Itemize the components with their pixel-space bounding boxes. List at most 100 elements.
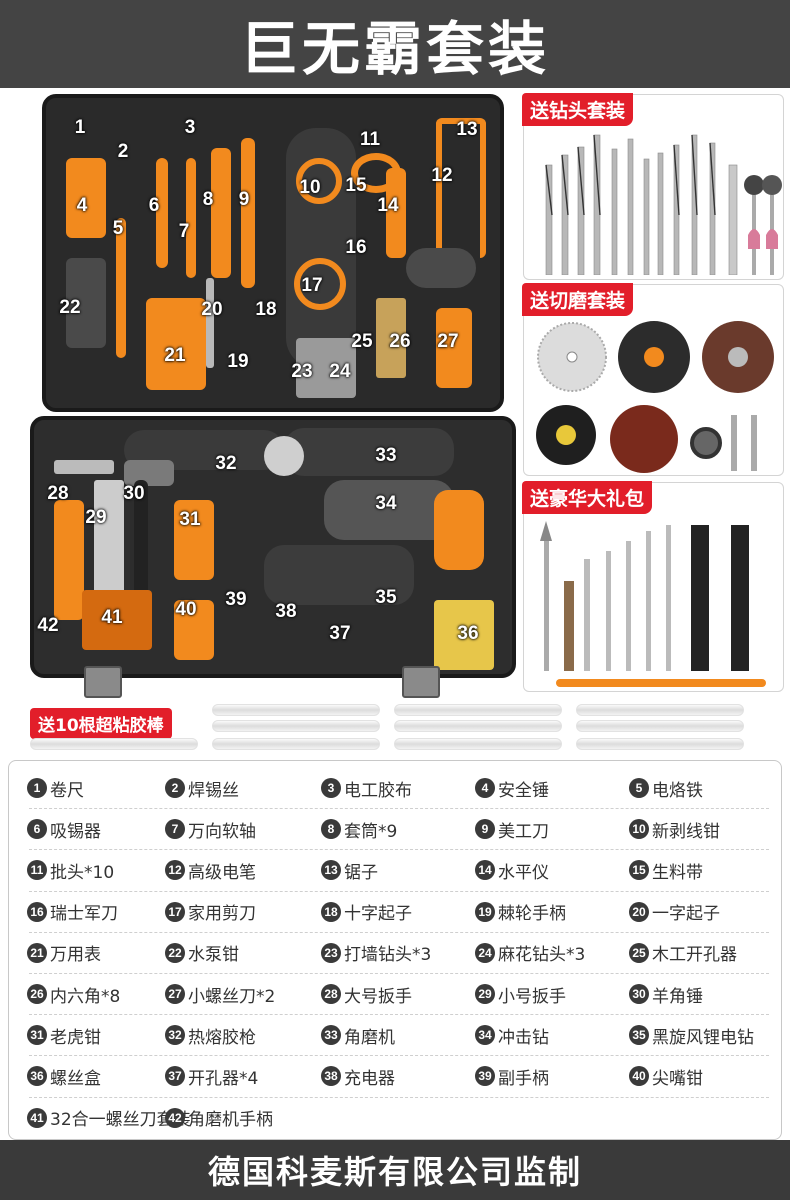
item-label: 尖嘴钳 bbox=[652, 1068, 703, 1089]
item-label: 新剥线钳 bbox=[652, 821, 720, 842]
item-label: 套筒*9 bbox=[344, 821, 398, 842]
footer-bar: 德国科麦斯有限公司监制 bbox=[0, 1140, 790, 1200]
item-number-badge: 35 bbox=[629, 1025, 649, 1046]
case-number-5: 5 bbox=[112, 218, 124, 239]
case-number-16: 16 bbox=[345, 237, 367, 258]
item-label: 开孔器*4 bbox=[188, 1068, 259, 1089]
item-label: 冲击钻 bbox=[498, 1027, 549, 1048]
item-number-badge: 36 bbox=[27, 1066, 47, 1087]
item-label: 螺丝盒 bbox=[50, 1068, 101, 1089]
item-label: 吸锡器 bbox=[50, 821, 101, 842]
case-number-36: 36 bbox=[457, 623, 479, 644]
item-label: 安全锤 bbox=[498, 780, 549, 801]
item-label: 打墙钻头*3 bbox=[344, 945, 432, 966]
item-number-badge: 41 bbox=[27, 1107, 47, 1128]
case-number-23: 23 bbox=[291, 361, 313, 382]
item-label: 万用表 bbox=[50, 945, 101, 966]
item-label: 万向软轴 bbox=[188, 821, 256, 842]
case-number-41: 41 bbox=[101, 607, 123, 628]
item-number-badge: 19 bbox=[475, 901, 495, 922]
case-number-29: 29 bbox=[85, 507, 107, 528]
item-label: 电烙铁 bbox=[652, 780, 703, 801]
item-number-badge: 28 bbox=[321, 984, 341, 1004]
tool-case-image: 1 2 3 4 5 6 7 8 9 10 11 12 13 14 15 16 1… bbox=[30, 94, 516, 698]
item-label: 焊锡丝 bbox=[188, 780, 239, 801]
item-number-badge: 5 bbox=[629, 778, 649, 798]
row-divider bbox=[29, 931, 769, 933]
case-number-34: 34 bbox=[375, 493, 397, 514]
item-number-badge: 7 bbox=[165, 819, 185, 840]
item-number-badge: 31 bbox=[27, 1025, 47, 1046]
item-number-badge: 25 bbox=[629, 942, 649, 963]
case-number-4: 4 bbox=[76, 195, 88, 216]
item-number-badge: 12 bbox=[165, 860, 185, 881]
footer-text: 德国科麦斯有限公司监制 bbox=[207, 1153, 582, 1191]
cutting-discs-illustration bbox=[536, 321, 774, 473]
item-label: 老虎钳 bbox=[50, 1027, 101, 1048]
item-number-badge: 38 bbox=[321, 1066, 341, 1087]
case-number-14: 14 bbox=[377, 195, 399, 216]
case-number-26: 26 bbox=[389, 331, 411, 352]
item-number-badge: 1 bbox=[27, 778, 47, 798]
drill-bit-panel: 送钻头套装 bbox=[522, 93, 784, 280]
cutting-panel-tag: 送切磨套装 bbox=[522, 283, 634, 316]
item-number-badge: 27 bbox=[165, 984, 185, 1004]
item-label: 美工刀 bbox=[498, 821, 549, 842]
case-number-21: 21 bbox=[164, 345, 186, 366]
case-number-31: 31 bbox=[179, 509, 201, 530]
gift-panel-tag: 送豪华大礼包 bbox=[522, 481, 653, 514]
item-label: 小螺丝刀*2 bbox=[188, 986, 276, 1007]
item-number-badge: 37 bbox=[165, 1066, 185, 1087]
row-divider bbox=[29, 1014, 769, 1016]
item-label: 黑旋风锂电钻 bbox=[652, 1027, 754, 1048]
item-number-badge: 29 bbox=[475, 984, 495, 1004]
item-label: 32合一螺丝刀套装 bbox=[50, 1110, 191, 1131]
item-label: 内六角*8 bbox=[50, 986, 121, 1007]
item-label: 羊角锤 bbox=[652, 986, 703, 1007]
item-label: 充电器 bbox=[344, 1068, 395, 1089]
case-number-15: 15 bbox=[345, 175, 367, 196]
case-number-12: 12 bbox=[431, 165, 453, 186]
case-number-24: 24 bbox=[329, 361, 351, 382]
case-number-42: 42 bbox=[37, 615, 59, 636]
case-number-18: 18 bbox=[255, 299, 277, 320]
row-divider bbox=[29, 849, 769, 851]
item-label: 生料带 bbox=[652, 862, 703, 883]
gift-illustration bbox=[540, 521, 766, 687]
item-number-badge: 16 bbox=[27, 901, 47, 922]
item-number-badge: 23 bbox=[321, 942, 341, 963]
item-label: 角磨机 bbox=[344, 1027, 395, 1048]
item-label: 高级电笔 bbox=[188, 862, 256, 883]
item-label: 木工开孔器 bbox=[652, 945, 737, 966]
item-number-badge: 13 bbox=[321, 860, 341, 881]
item-number-badge: 9 bbox=[475, 819, 495, 840]
gift-panel: 送豪华大礼包 bbox=[522, 481, 784, 692]
item-label: 批头*10 bbox=[50, 862, 115, 883]
item-number-badge: 32 bbox=[165, 1025, 185, 1046]
case-number-17: 17 bbox=[301, 275, 323, 296]
item-number-badge: 33 bbox=[321, 1025, 341, 1046]
item-number-badge: 30 bbox=[629, 984, 649, 1004]
